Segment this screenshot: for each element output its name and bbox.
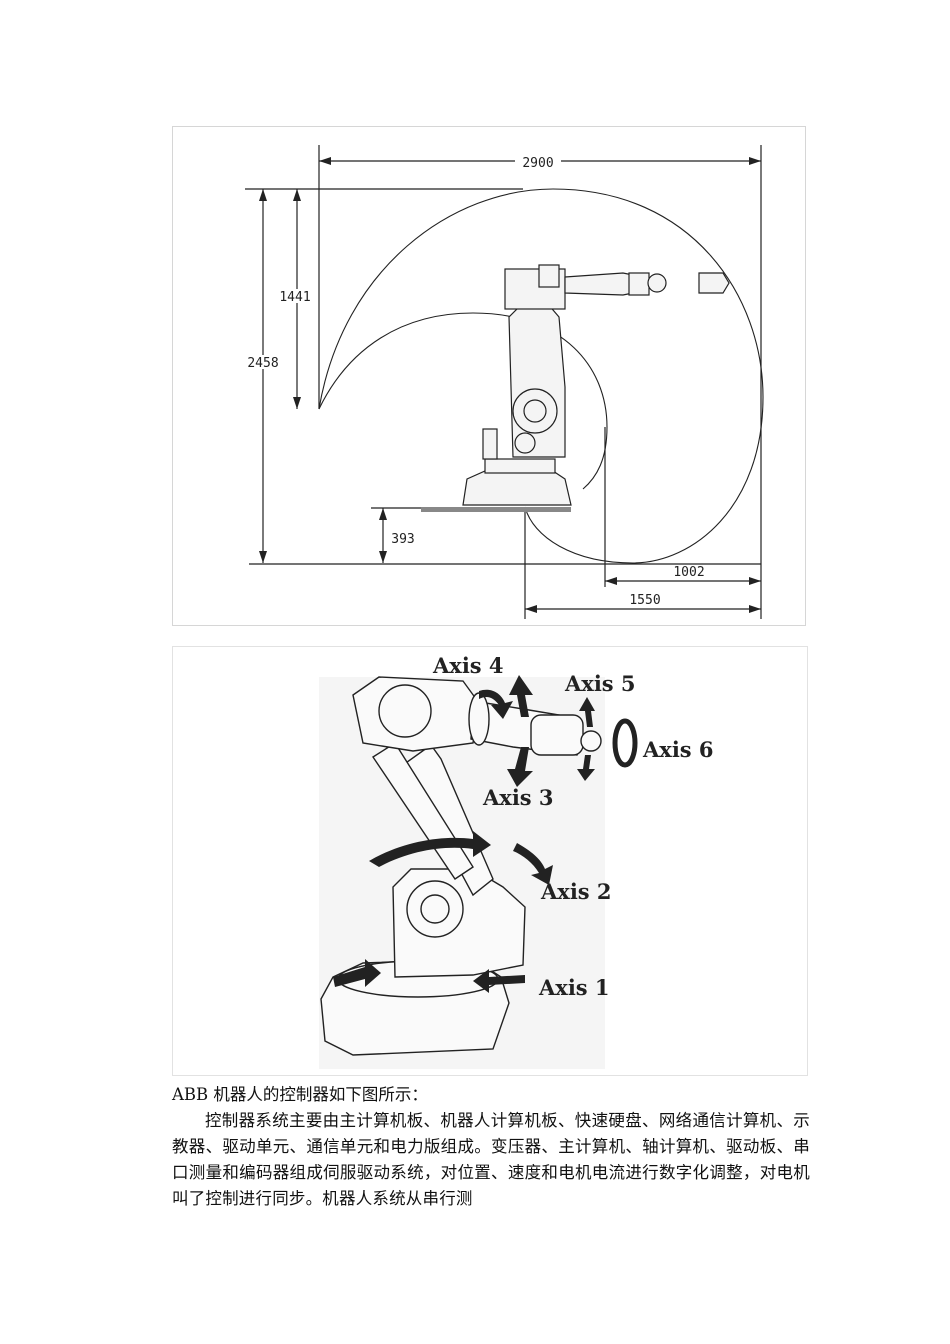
outer-envelope-curve: [318, 188, 764, 564]
working-range-diagram: 2900 1441 2458 393 1002 1550: [172, 126, 806, 626]
axis-1-label: Axis 1: [538, 975, 610, 1000]
robot-side-view: [462, 264, 730, 506]
robot-axes-svg: Axis 4 Axis 5 Axis 6 Axis 3 Axis 2 Axis …: [319, 653, 714, 1069]
dim-label-1550: 1550: [629, 593, 660, 608]
robot-axes-diagram: Axis 4 Axis 5 Axis 6 Axis 3 Axis 2 Axis …: [172, 646, 808, 1076]
controller-caption: ABB 机器人的控制器如下图所示：: [172, 1085, 428, 1104]
working-range-svg: 2900 1441 2458 393 1002 1550: [241, 145, 764, 619]
dim-label-1002: 1002: [673, 565, 704, 580]
rotation-arrows: [333, 675, 638, 993]
axis-4-label: Axis 4: [432, 653, 504, 678]
dim-label-2458: 2458: [247, 356, 278, 371]
axis-5-label: Axis 5: [564, 671, 636, 696]
axis-3-label: Axis 3: [482, 785, 554, 810]
dim-label-1441: 1441: [279, 290, 310, 305]
dim-label-393: 393: [391, 532, 414, 547]
body-text: ABB 机器人的控制器如下图所示： 控制器系统主要由主计算机板、机器人计算机板、…: [172, 1082, 810, 1212]
controller-paragraph: 控制器系统主要由主计算机板、机器人计算机板、快速硬盘、网络通信计算机、示教器、驱…: [172, 1111, 810, 1208]
dim-label-2900: 2900: [522, 156, 553, 171]
axis-2-label: Axis 2: [540, 879, 612, 904]
axis-6-label: Axis 6: [642, 737, 714, 762]
ground-plate: [421, 507, 571, 512]
